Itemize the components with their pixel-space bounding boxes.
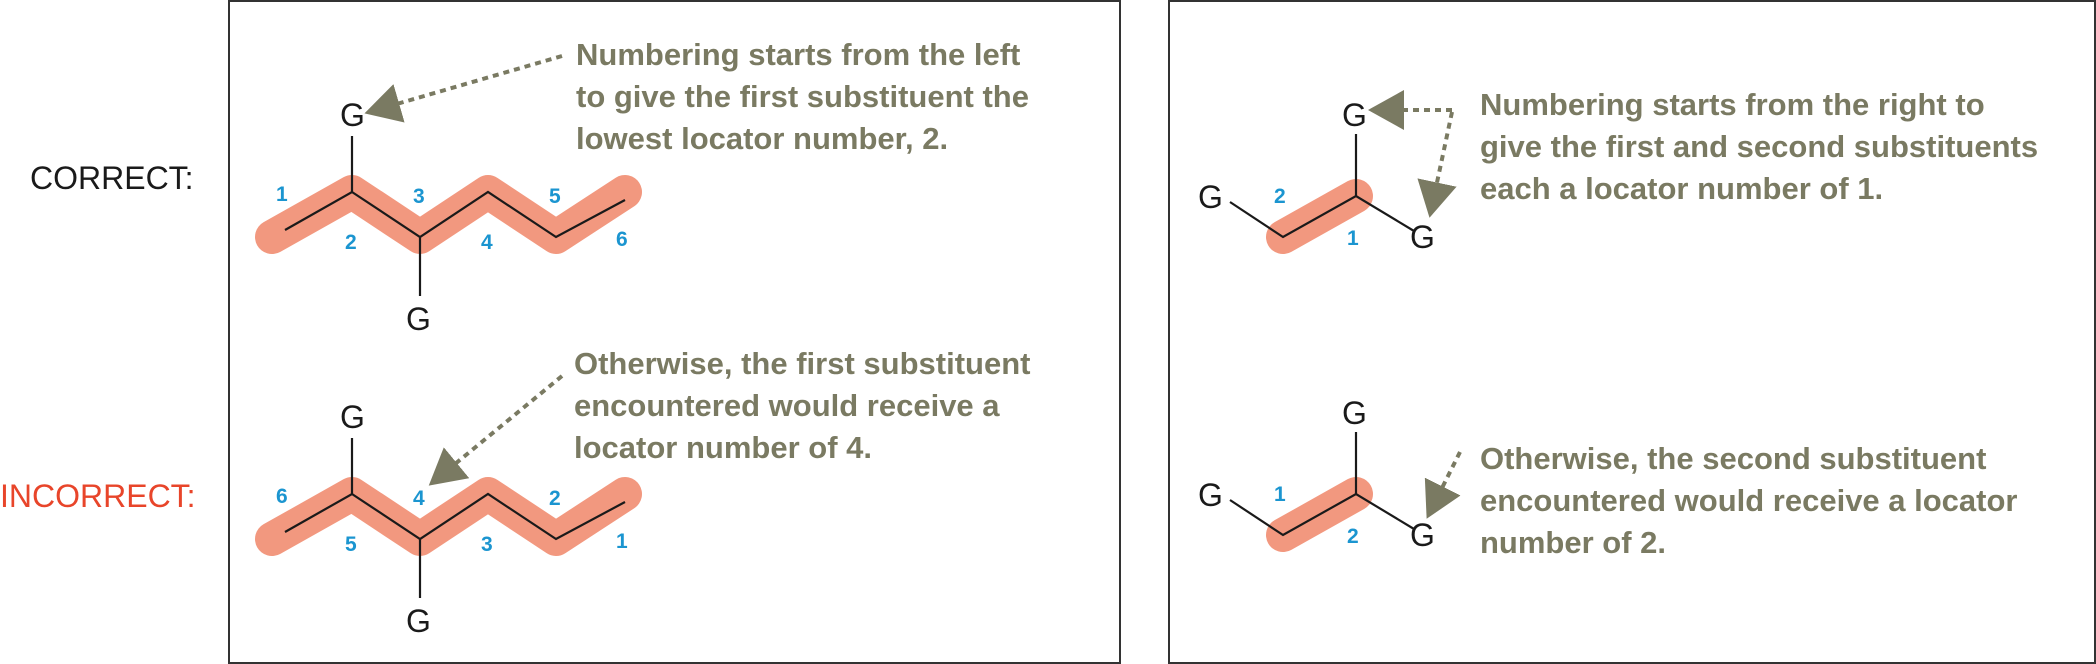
annotation-line: Otherwise, the first substituent bbox=[574, 346, 1030, 381]
locator-number: 4 bbox=[481, 231, 493, 254]
right-correct-g-top: G bbox=[1342, 97, 1367, 133]
locator-number: 2 bbox=[549, 487, 561, 510]
locator-number: 4 bbox=[413, 487, 425, 510]
annotation-line: encountered would receive a bbox=[574, 388, 1000, 423]
right-incorrect-g-right: G bbox=[1410, 517, 1435, 553]
correct-label: CORRECT: bbox=[30, 160, 194, 196]
annotation-line: Numbering starts from the left bbox=[576, 37, 1020, 72]
locator-number: 1 bbox=[276, 183, 288, 206]
left-correct-chain-highlight bbox=[255, 175, 642, 254]
right-incorrect-arrow bbox=[1424, 451, 1462, 519]
left-correct-molecule: G G 1 2 3 4 5 6 bbox=[255, 97, 642, 337]
locator-number: 2 bbox=[1274, 185, 1286, 208]
left-correct-g-top: G bbox=[340, 97, 365, 133]
right-incorrect-g-top: G bbox=[1342, 395, 1367, 431]
incorrect-label: INCORRECT: bbox=[0, 478, 196, 514]
locator-number: 1 bbox=[616, 530, 628, 553]
locator-number: 2 bbox=[1347, 525, 1359, 548]
right-correct-annotation: Numbering starts from the right to give … bbox=[1480, 87, 2047, 206]
left-incorrect-g-bottom: G bbox=[406, 603, 431, 639]
left-incorrect-g-top: G bbox=[340, 399, 365, 435]
locator-number: 5 bbox=[345, 533, 357, 556]
locator-number: 1 bbox=[1347, 227, 1359, 250]
left-correct-chain-bonds bbox=[284, 190, 626, 239]
right-correct-molecule: G G G 2 1 bbox=[1198, 97, 1435, 255]
left-incorrect-chain-highlight bbox=[255, 477, 642, 556]
left-incorrect-molecule: G G 6 5 4 3 2 1 bbox=[255, 399, 642, 639]
annotation-line: to give the first substituent the bbox=[576, 79, 1029, 114]
locator-number: 3 bbox=[413, 185, 425, 208]
annotation-line: locator number of 4. bbox=[574, 430, 872, 465]
locator-number: 5 bbox=[549, 185, 561, 208]
locator-number: 2 bbox=[345, 231, 357, 254]
annotation-line: each a locator number of 1. bbox=[1480, 171, 1883, 206]
right-incorrect-g-left: G bbox=[1198, 477, 1223, 513]
annotation-line: encountered would receive a locator bbox=[1480, 483, 2018, 518]
right-correct-bonds bbox=[1229, 194, 1415, 239]
left-correct-g-bottom: G bbox=[406, 301, 431, 337]
left-incorrect-arrow bbox=[428, 374, 564, 486]
right-correct-arrow-to-right bbox=[1417, 111, 1457, 218]
annotation-line: number of 2. bbox=[1480, 525, 1666, 560]
right-incorrect-molecule: G G G 1 2 bbox=[1198, 395, 1435, 553]
annotation-line: Otherwise, the second substituent bbox=[1480, 441, 1986, 476]
left-incorrect-annotation: Otherwise, the first substituent encount… bbox=[574, 346, 1039, 465]
left-correct-arrow bbox=[364, 54, 563, 123]
locator-number: 1 bbox=[1274, 483, 1286, 506]
annotation-line: give the first and second substituents bbox=[1480, 129, 2038, 164]
right-correct-g-right: G bbox=[1410, 219, 1435, 255]
left-correct-annotation: Numbering starts from the left to give t… bbox=[576, 37, 1038, 156]
right-incorrect-bonds bbox=[1229, 492, 1415, 537]
locator-number: 6 bbox=[276, 485, 288, 508]
locator-number: 6 bbox=[616, 228, 628, 251]
annotation-line: lowest locator number, 2. bbox=[576, 121, 948, 156]
left-incorrect-chain-bonds bbox=[284, 492, 626, 541]
annotation-line: Numbering starts from the right to bbox=[1480, 87, 1985, 122]
locator-number: 3 bbox=[481, 533, 493, 556]
right-correct-g-left: G bbox=[1198, 179, 1223, 215]
right-incorrect-annotation: Otherwise, the second substituent encoun… bbox=[1480, 441, 2026, 560]
right-panel bbox=[1168, 0, 2096, 664]
